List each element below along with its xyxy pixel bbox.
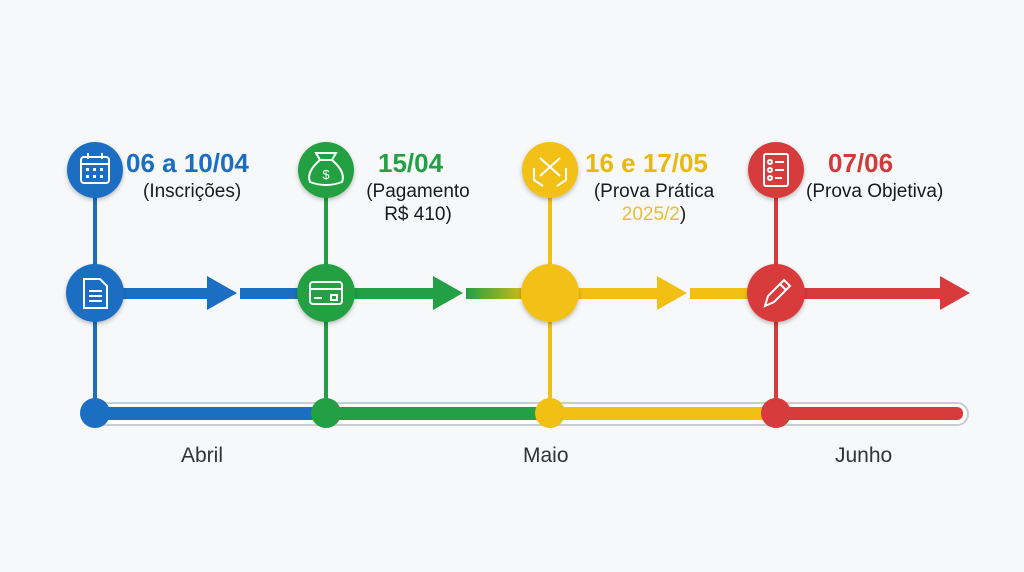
event-1-date: 06 a 10/04 [126,148,249,178]
arrowhead-blue [207,276,237,310]
document-icon [83,278,108,309]
event-2-date: 15/04 [378,148,444,178]
track-red [776,407,963,420]
hands-tools-icon [533,157,567,187]
top-circle-yellow [522,142,578,198]
event-1-label: (Inscrições) [143,181,242,202]
event-3-date: 16 e 17/05 [585,148,708,178]
arrow-line-blue-2 [240,288,310,299]
credit-card-icon [309,281,343,305]
month-label-junho: Junho [835,444,893,467]
arrowhead-yellow [657,276,687,310]
track-dot-yellow [535,398,565,428]
month-label-abril: Abril [181,444,224,467]
mid-circle-green [297,264,355,322]
event-3-label-year: 2025/2 [621,204,680,225]
event-4-label: (Prova Objetiva) [806,181,944,202]
arrow-line-yellow-2 [690,288,760,299]
top-circle-green [298,142,354,198]
track-blue [95,407,330,420]
track-yellow [550,407,780,420]
svg-text:$: $ [322,167,330,182]
mid-circle-red [747,264,805,322]
pen-icon [763,278,792,308]
track-dot-red [761,398,791,428]
mid-circle-blue [66,264,124,322]
arrow-line-red [776,288,946,299]
month-label-maio: Maio [523,444,569,467]
event-4-date: 07/06 [828,148,894,178]
arrow-line-blue [95,288,215,299]
event-2-label-line1: (Pagamento [366,181,470,202]
arrow-line-green [326,288,441,299]
event-2-label: (Pagamento R$ 410) [358,180,478,226]
calendar-icon [80,153,110,184]
event-3-label: (Prova Prática 2025/2) [584,180,724,226]
arrow-line-yellow [550,288,665,299]
track-dot-green [311,398,341,428]
arrowhead-green [433,276,463,310]
mid-circle-yellow [521,264,579,322]
event-3-label-line1: (Prova Prática [593,181,715,202]
arrowhead-red [940,276,970,310]
event-2-label-line2: R$ 410) [384,204,452,225]
checklist-icon [763,153,789,187]
arrow-line-green-yellow [466,288,536,299]
track-green [326,407,554,420]
track-dot-blue [80,398,110,428]
money-bag-icon: $ [308,152,344,186]
event-3-label-close: ) [679,204,687,225]
